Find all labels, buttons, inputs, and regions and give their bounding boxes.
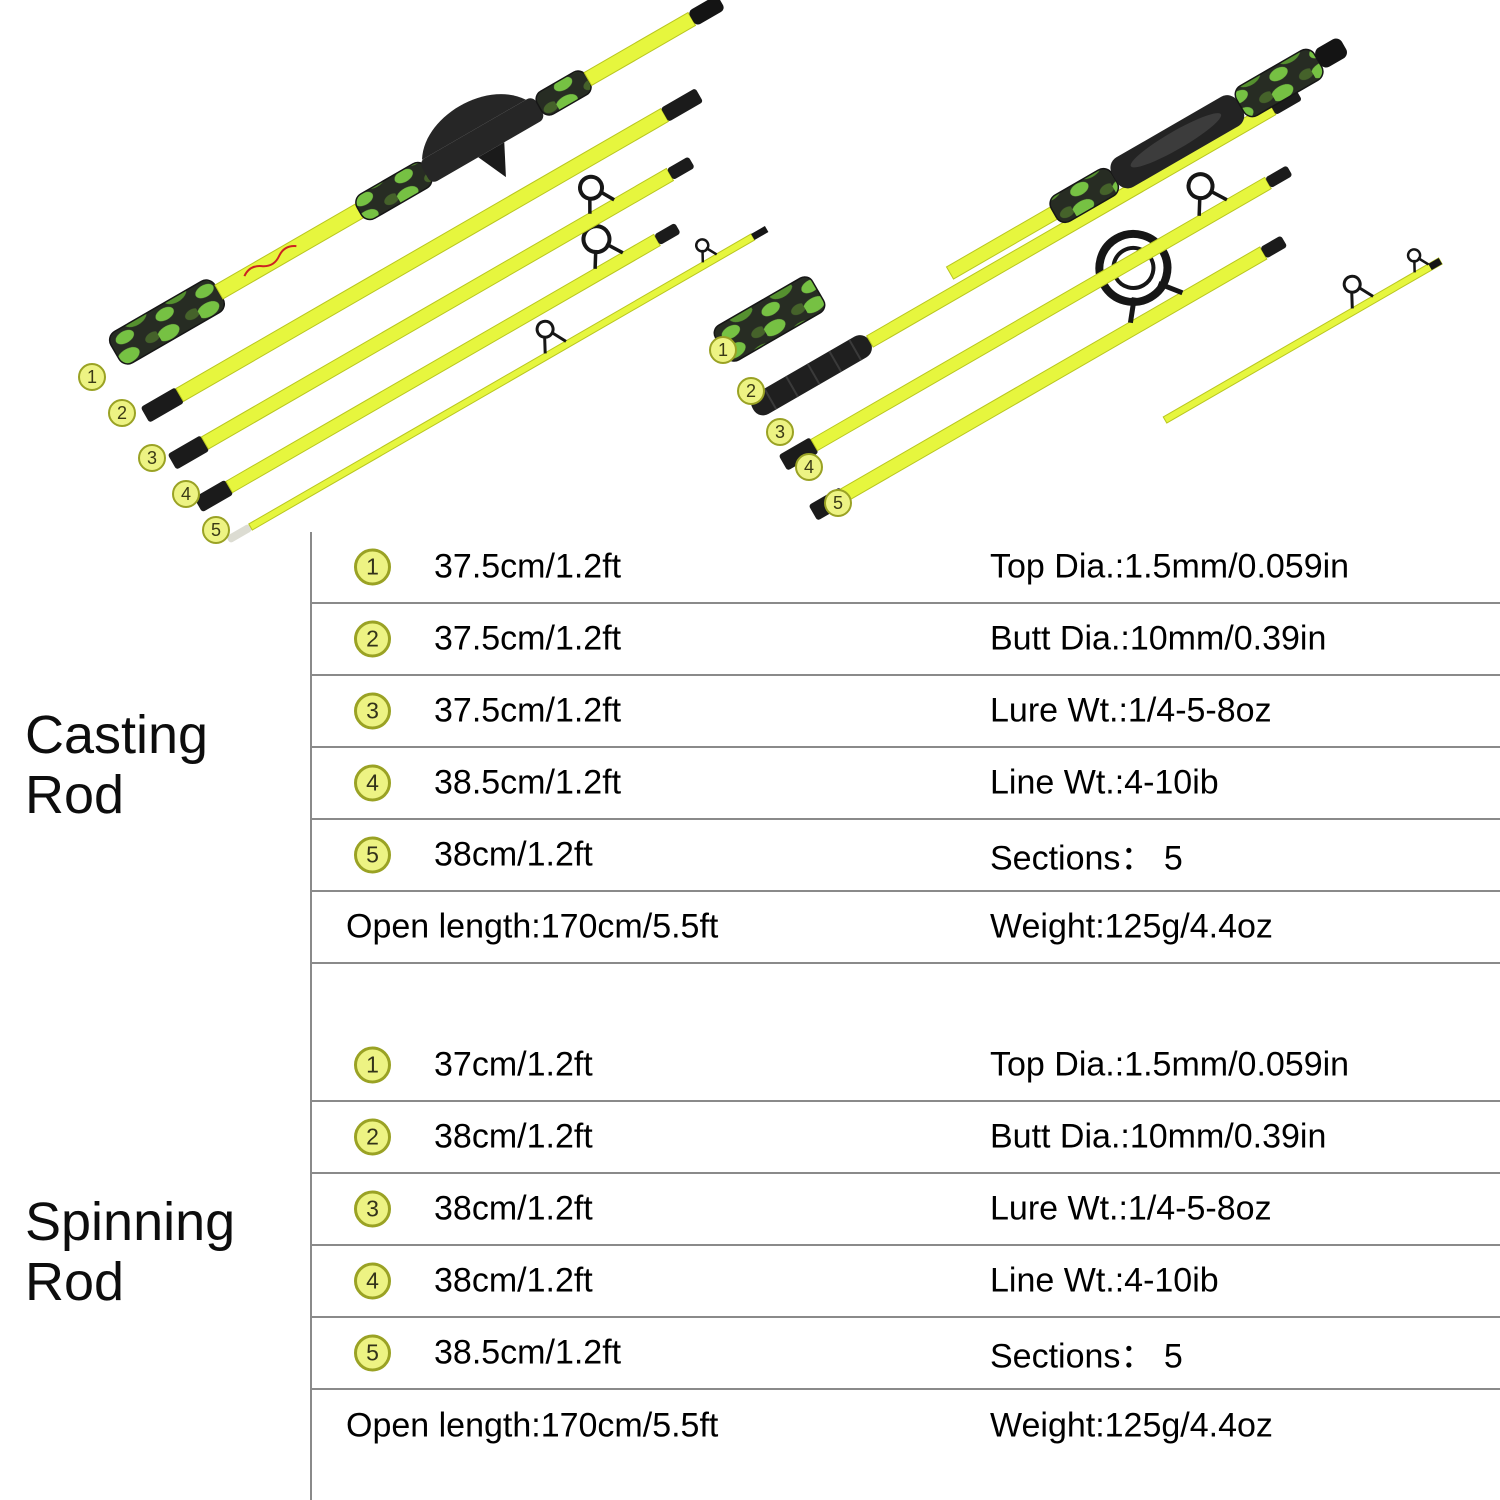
rod-section-badge: 2: [108, 399, 136, 427]
rod-mid-section: [141, 89, 703, 422]
section-number-badge: 5: [354, 836, 391, 874]
section-length: 38cm/1.2ft: [434, 1261, 593, 1300]
line-guide-icon: [535, 319, 555, 339]
rod-mid-section: [779, 166, 1292, 470]
section-length: 37.5cm/1.2ft: [434, 547, 622, 586]
spec-value: Line Wt.:4-10ib: [990, 1261, 1219, 1300]
camo-fore-grip: [535, 70, 592, 116]
section-number-badge: 1: [354, 548, 391, 586]
section-number-badge: 5: [354, 1334, 391, 1372]
rod-section-badge: 4: [795, 453, 823, 481]
section-length: 38.5cm/1.2ft: [434, 1333, 622, 1372]
casting-spec-table: 1 37.5cm/1.2ft Top Dia.:1.5mm/0.059in 2 …: [312, 532, 1500, 964]
rod-section-badge: 5: [202, 516, 230, 544]
rod-handle-section: [945, 38, 1347, 280]
spec-value: Butt Dia.:10mm/0.39in: [990, 619, 1327, 658]
section-number-badge: 2: [354, 1118, 391, 1156]
table-row: 4 38cm/1.2ft Line Wt.:4-10ib: [312, 1246, 1500, 1318]
table-row: 2 38cm/1.2ft Butt Dia.:10mm/0.39in: [312, 1102, 1500, 1174]
section-number-badge: 2: [354, 620, 391, 658]
weight-value: Weight:125g/4.4oz: [990, 907, 1273, 946]
rod-tip-section: [1162, 248, 1443, 424]
rod-section-badge: 3: [766, 418, 794, 446]
casting-rod-photo: [108, 0, 769, 543]
casting-rod-label: Casting Rod: [25, 705, 209, 826]
rod-mid-section: [168, 157, 694, 469]
section-length: 37cm/1.2ft: [434, 1045, 593, 1084]
table-footer-row: Open length:170cm/5.5ft Weight:125g/4.4o…: [312, 892, 1500, 964]
table-row: 3 38cm/1.2ft Lure Wt.:1/4-5-8oz: [312, 1174, 1500, 1246]
section-number-badge: 3: [354, 1190, 391, 1228]
line-guide-icon: [694, 238, 710, 253]
line-guide-icon: [1186, 172, 1215, 201]
table-row: 5 38.5cm/1.2ft Sections： 5: [312, 1318, 1500, 1390]
table-row: 5 38cm/1.2ft Sections： 5: [312, 820, 1500, 892]
section-length: 38cm/1.2ft: [434, 1189, 593, 1228]
section-length: 38.5cm/1.2ft: [434, 763, 622, 802]
rod-butt-section: [751, 89, 1301, 416]
rod-section-badge: 4: [172, 480, 200, 508]
section-number-badge: 4: [354, 1262, 391, 1300]
table-vertical-divider: [310, 532, 312, 1500]
line-guide-icon: [578, 174, 605, 201]
rod-section-badge: 2: [737, 377, 765, 405]
rod-mid-section: [194, 223, 680, 512]
trigger-grip: [478, 142, 506, 178]
spec-value: Butt Dia.:10mm/0.39in: [990, 1117, 1327, 1156]
section-length: 37.5cm/1.2ft: [434, 619, 622, 658]
section-length: 37.5cm/1.2ft: [434, 691, 622, 730]
open-length-value: Open length:170cm/5.5ft: [346, 1406, 719, 1445]
table-row: 4 38.5cm/1.2ft Line Wt.:4-10ib: [312, 748, 1500, 820]
section-length: 38cm/1.2ft: [434, 835, 593, 874]
eva-grip: [751, 335, 872, 416]
rod-handle-section: [108, 0, 724, 365]
rod-section-badge: 5: [824, 489, 852, 517]
open-length-value: Open length:170cm/5.5ft: [346, 907, 719, 946]
rod-tip-section: [227, 225, 769, 543]
rod-section-badge: 1: [709, 336, 737, 364]
spinning-rod-photo: [713, 38, 1443, 520]
brand-mark: [243, 245, 297, 277]
table-row: 3 37.5cm/1.2ft Lure Wt.:1/4-5-8oz: [312, 676, 1500, 748]
line-guide-icon: [1342, 274, 1362, 294]
spec-value: Lure Wt.:1/4-5-8oz: [990, 691, 1272, 730]
line-guide-icon: [1406, 248, 1422, 263]
spec-value: Sections： 5: [990, 1337, 1183, 1376]
section-number-badge: 3: [354, 692, 391, 730]
section-length: 38cm/1.2ft: [434, 1117, 593, 1156]
weight-value: Weight:125g/4.4oz: [990, 1406, 1273, 1445]
section-number-badge: 4: [354, 764, 391, 802]
reel-seat: [421, 98, 544, 182]
spinning-spec-table: 1 37cm/1.2ft Top Dia.:1.5mm/0.059in 2 38…: [312, 1030, 1500, 1462]
spec-value: Sections： 5: [990, 839, 1183, 878]
spec-value: Line Wt.:4-10ib: [990, 763, 1219, 802]
spec-value: Top Dia.:1.5mm/0.059in: [990, 547, 1350, 586]
section-number-badge: 1: [354, 1046, 391, 1084]
table-footer-row: Open length:170cm/5.5ft Weight:125g/4.4o…: [312, 1390, 1500, 1462]
rod-section-badge: 3: [138, 444, 166, 472]
spinning-rod-label: Spinning Rod: [25, 1192, 236, 1313]
table-row: 1 37.5cm/1.2ft Top Dia.:1.5mm/0.059in: [312, 532, 1500, 604]
spec-value: Top Dia.:1.5mm/0.059in: [990, 1045, 1350, 1084]
camo-butt-grip: [108, 279, 226, 365]
spec-value: Lure Wt.:1/4-5-8oz: [990, 1189, 1272, 1228]
table-row: 2 37.5cm/1.2ft Butt Dia.:10mm/0.39in: [312, 604, 1500, 676]
table-row: 1 37cm/1.2ft Top Dia.:1.5mm/0.059in: [312, 1030, 1500, 1102]
rod-section-badge: 1: [78, 363, 106, 391]
camo-fore-grip: [1049, 167, 1120, 224]
